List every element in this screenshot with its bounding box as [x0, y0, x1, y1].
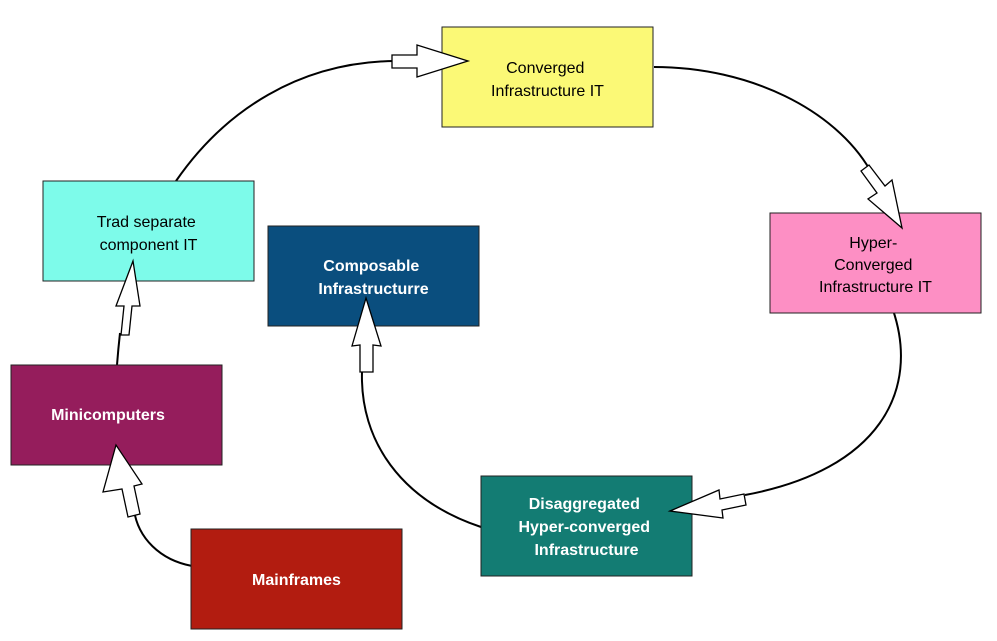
- nodes: Mainframes Minicomputers Trad separate c…: [10, 26, 982, 630]
- edge-mainframes-to-minicomputers: [133, 509, 193, 567]
- edge-trad-separate-component-it-to-converged-infrastructure-it: [175, 60, 396, 182]
- node-trad-separate-component-it: Trad separate component IT: [42, 180, 255, 282]
- arrow-into-hyper-converged-infrastructure-it: [860, 164, 904, 230]
- node-composable-infrastructurre: Composable Infrastructurre: [267, 225, 480, 327]
- arrow-into-composable-infrastructurre: [351, 295, 382, 373]
- arrow-into-converged-infrastructure-it: [391, 44, 471, 78]
- node-converged-infrastructure-it-label: Converged Infrastructure IT: [491, 60, 604, 100]
- node-mainframes: Mainframes: [190, 528, 403, 630]
- edge-disaggregated-to-composable-infrastructurre: [360, 371, 482, 528]
- node-converged-infrastructure-it: Converged Infrastructure IT: [441, 26, 654, 128]
- node-composable-infrastructurre-box: [267, 225, 480, 327]
- node-minicomputers-label: Minicomputers: [51, 407, 165, 424]
- arrowheads: [102, 44, 904, 519]
- node-hyper-converged-infrastructure-it: Hyper- Converged Infrastructure IT: [769, 212, 982, 314]
- arrow-into-disaggregated: [667, 489, 747, 519]
- node-mainframes-box: [190, 528, 403, 630]
- node-converged-infrastructure-it-box: [441, 26, 654, 128]
- arrow-into-minicomputers: [102, 443, 144, 518]
- node-disaggregated-hyper-converged-infrastructure-box: [480, 475, 693, 577]
- connector-lines: [116, 60, 902, 567]
- node-trad-separate-component-it-label: Trad separate component IT: [97, 214, 200, 254]
- arrow-into-trad-separate-component-it: [115, 258, 141, 336]
- node-trad-separate-component-it-box: [42, 180, 255, 282]
- node-hyper-converged-infrastructure-it-label: Hyper- Converged Infrastructure IT: [819, 235, 932, 296]
- node-disaggregated-hyper-converged-infrastructure: Disaggregated Hyper-converged Infrastruc…: [480, 475, 693, 577]
- node-composable-infrastructurre-label: Composable Infrastructurre: [318, 258, 428, 298]
- edge-minicomputers-to-trad-separate-component-it: [116, 332, 121, 366]
- edge-converged-infrastructure-it-to-hyper-converged-infrastructure-it: [653, 66, 871, 171]
- node-hyper-converged-infrastructure-it-box: [769, 212, 982, 314]
- node-disaggregated-hyper-converged-infrastructure-label: Disaggregated Hyper-converged Infrastruc…: [518, 496, 654, 559]
- node-mainframes-label: Mainframes: [252, 572, 341, 589]
- edge-hyper-converged-infrastructure-it-to-disaggregated: [744, 309, 902, 496]
